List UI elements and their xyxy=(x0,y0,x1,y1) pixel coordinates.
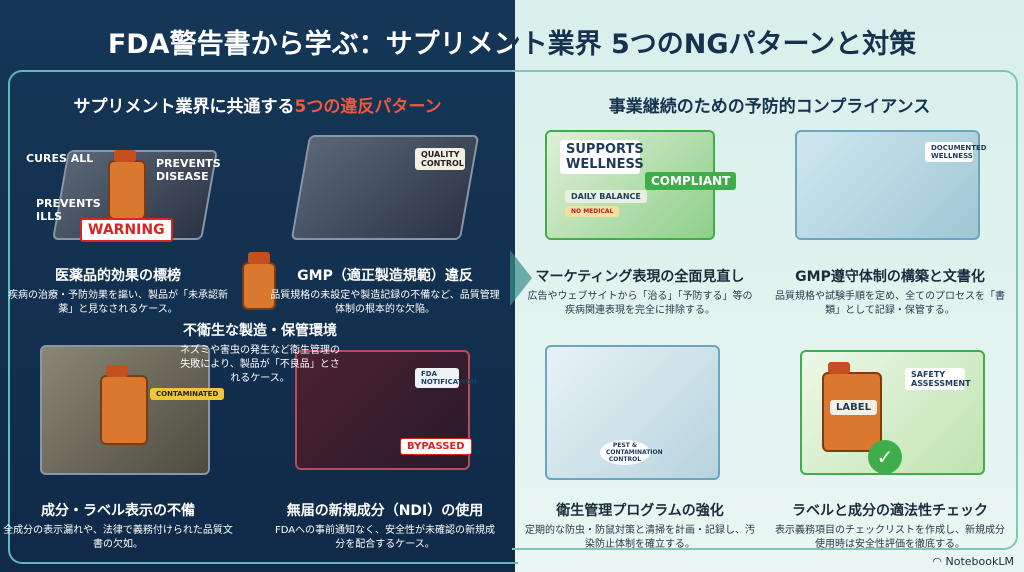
card-desc: 全成分の表示漏れや、法律で義務付けられた品質文書の欠如。 xyxy=(3,525,233,550)
tag-cures-all: CURES ALL xyxy=(26,152,94,165)
violation-card-unsanitary: 不衛生な製造・保管環境ネズミや害虫の発生など衛生管理の失敗により、製品が「不良品… xyxy=(180,320,340,386)
quality-control-clipboard: QUALITY CONTROL xyxy=(415,148,465,170)
card-title: 無届の新規成分（NDI）の使用 xyxy=(286,503,484,519)
card-title: マーケティング表現の全面見直し xyxy=(535,269,745,285)
notebooklm-logo: ◠ NotebookLM xyxy=(928,554,1018,569)
card-title: GMP遵守体制の構築と文書化 xyxy=(795,269,985,285)
safety-assessment-clipboard: SAFETY ASSESSMENT xyxy=(905,368,971,390)
supports-wellness-screen: SUPPORTS WELLNESS xyxy=(560,140,644,174)
daily-balance-label: DAILY BALANCE xyxy=(565,190,647,203)
subtitle-main: サプリメント業界に共通する xyxy=(73,97,295,117)
violation-card-labeling: 成分・ラベル表示の不備全成分の表示漏れや、法律で義務付けられた品質文書の欠如。 xyxy=(3,500,233,552)
compliant-badge: COMPLIANT xyxy=(645,172,737,190)
card-desc: 品質規格の未設定や製造記録の不備など、品質管理体制の根本的な欠陥。 xyxy=(270,290,500,315)
check-icon: ✓ xyxy=(868,440,902,474)
page-title: FDA警告書から学ぶ：サプリメント業界 5つのNGパターンと対策 xyxy=(0,22,1024,61)
pest-control-seal: PEST & CONTAMINATION CONTROL xyxy=(600,440,663,465)
violations-frame xyxy=(8,70,518,564)
card-desc: 品質規格や試験手順を定め、全てのプロセスを「書類」として記録・保管する。 xyxy=(775,291,1005,316)
documented-wellness-clipboard: DOCUMENTED WELLNESS xyxy=(925,142,987,162)
card-title: 衛生管理プログラムの強化 xyxy=(556,503,724,519)
prevention-subtitle: 事業継続のための予防的コンプライアンス xyxy=(608,97,931,117)
fda-notification-clipboard: FDA NOTIFICATION xyxy=(415,368,477,388)
bottle-icon xyxy=(100,365,148,445)
contaminated-bottle-icon xyxy=(242,252,276,310)
bottle-icon xyxy=(108,150,146,220)
card-desc: 疾病の治療・予防効果を謳い、製品が「未承認新薬」と見なされるケース。 xyxy=(8,290,228,315)
subtitle-highlight: 5つの違反パターン xyxy=(294,97,442,117)
prevention-card-gmp: GMP遵守体制の構築と文書化品質規格や試験手順を定め、全てのプロセスを「書類」と… xyxy=(775,266,1005,318)
prevention-frame xyxy=(512,70,1018,550)
card-desc: 表示義務項目のチェックリストを作成し、新規成分使用時は安全性評価を徹底する。 xyxy=(775,525,1005,550)
violation-card-drug-claims: 医薬品的効果の標榜疾病の治療・予防効果を謳い、製品が「未承認新薬」と見なされるケ… xyxy=(3,265,233,317)
label-tag: LABEL xyxy=(830,400,877,415)
tag-prevents-disease: PREVENTS DISEASE xyxy=(156,157,221,183)
bypassed-stamp: BYPASSED xyxy=(400,438,472,455)
card-title: 成分・ラベル表示の不備 xyxy=(41,503,195,519)
card-title: GMP（適正製造規範）違反 xyxy=(297,268,473,284)
arrow-icon xyxy=(510,250,532,306)
violation-card-gmp: GMP（適正製造規範）違反品質規格の未設定や製造記録の不備など、品質管理体制の根… xyxy=(270,265,500,317)
card-desc: ネズミや害虫の発生など衛生管理の失敗により、製品が「不良品」とされるケース。 xyxy=(180,345,340,384)
tag-prevents-ills: PREVENTS ILLS xyxy=(36,197,101,223)
card-desc: 定期的な防虫・防鼠対策と清掃を計画・記録し、汚染防止体制を確立する。 xyxy=(525,525,755,550)
contaminated-sign: CONTAMINATED xyxy=(150,388,225,400)
no-medical-label: NO MEDICAL xyxy=(565,206,620,217)
card-title: 医薬品的効果の標榜 xyxy=(55,268,181,284)
brand-label: NotebookLM xyxy=(945,555,1014,568)
notebooklm-icon: ◠ xyxy=(932,555,946,568)
card-desc: FDAへの事前通知なく、安全性が未確認の新規成分を配合するケース。 xyxy=(274,525,496,550)
warning-sign: WARNING xyxy=(80,218,173,242)
card-title: ラベルと成分の適法性チェック xyxy=(792,503,988,519)
prevention-card-sanitation: 衛生管理プログラムの強化定期的な防虫・防鼠対策と清掃を計画・記録し、汚染防止体制… xyxy=(525,500,755,552)
violation-card-ndi: 無届の新規成分（NDI）の使用 FDAへの事前通知なく、安全性が未確認の新規成分を… xyxy=(270,500,500,552)
prevention-card-label-check: ラベルと成分の適法性チェック表示義務項目のチェックリストを作成し、新規成分使用時… xyxy=(775,500,1005,552)
card-title: 不衛生な製造・保管環境 xyxy=(183,323,337,339)
prevention-card-marketing: マーケティング表現の全面見直し広告やウェブサイトから「治る」「予防する」等の疾病… xyxy=(525,266,755,318)
card-desc: 広告やウェブサイトから「治る」「予防する」等の疾病関連表現を完全に排除する。 xyxy=(527,291,753,316)
violations-subtitle: サプリメント業界に共通する5つの違反パターン xyxy=(0,92,515,117)
